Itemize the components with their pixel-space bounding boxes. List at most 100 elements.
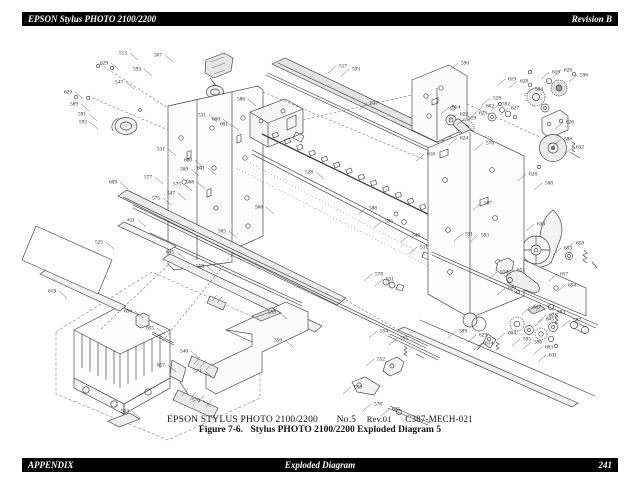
- release-lever: [521, 209, 563, 278]
- screws: [74, 66, 576, 341]
- part-number-label: 578: [375, 272, 383, 278]
- caption-line2: Figure 7-6. Stylus PHOTO 2100/2200 Explo…: [0, 425, 640, 435]
- part-number-label: 595: [385, 219, 393, 225]
- part-number-label: 595: [523, 337, 531, 343]
- part-leader-line: [74, 91, 84, 100]
- part-number-label: 528: [305, 170, 313, 176]
- part-number-label: 519: [468, 116, 476, 122]
- part-number-label: 504: [535, 87, 543, 93]
- part-leader-line: [380, 408, 390, 417]
- part-leader-line: [508, 80, 518, 89]
- part-leader-line: [554, 121, 564, 130]
- footer-section: APPENDIX: [28, 460, 74, 470]
- part-number-label: 616: [427, 152, 435, 158]
- shaft-clamp: [308, 149, 316, 157]
- part-leader-line: [388, 337, 398, 346]
- caption-line1: EPSON STYLUS PHOTO 2100/2200 No.5 Rev.01…: [0, 414, 640, 425]
- part-leader-line: [474, 105, 484, 114]
- part-number-label: 657: [560, 272, 568, 278]
- part-number-label: 553: [354, 385, 362, 391]
- part-leader-line: [496, 287, 506, 296]
- part-leader-line: [190, 350, 200, 359]
- header-revision: Revision B: [571, 14, 612, 24]
- part-leader-line: [228, 230, 238, 239]
- part-number-label: 577: [144, 175, 152, 181]
- part-leader-line: [363, 273, 373, 282]
- part-number-label: 591: [465, 232, 473, 238]
- part-leader-line: [540, 71, 550, 80]
- bottom-center-parts: [351, 333, 441, 426]
- part-leader-line: [447, 330, 457, 339]
- part-leader-line: [125, 81, 135, 90]
- part-number-label: 629: [100, 61, 108, 67]
- shaft-clamp: [406, 197, 415, 205]
- part-leader-line: [400, 234, 410, 243]
- part-leader-line: [327, 65, 337, 74]
- part-leader-line: [556, 284, 566, 293]
- part-leader-line: [561, 319, 571, 328]
- part-leader-line: [162, 197, 172, 206]
- part-number-label: 600: [212, 117, 220, 123]
- part-leader-line: [511, 338, 521, 347]
- header-bar: EPSON Stylus PHOTO 2100/2200 Revision B: [22, 12, 618, 26]
- part-number-label: 565: [218, 229, 226, 235]
- part-number-label: 592: [502, 102, 510, 108]
- part-leader-line: [474, 142, 484, 151]
- caption-part-code: C387-MECH-021: [405, 414, 473, 424]
- part-leader-line: [548, 273, 558, 282]
- part-number-label: 601: [197, 166, 205, 172]
- part-leader-line: [80, 103, 90, 112]
- shaft-clamp: [320, 155, 329, 163]
- part-leader-line: [358, 102, 368, 111]
- part-leader-line: [373, 220, 383, 229]
- part-number-label: 514: [500, 270, 508, 276]
- part-leader-line: [129, 52, 139, 61]
- part-number-label: 663: [545, 345, 553, 351]
- part-number-label: 626: [566, 120, 574, 126]
- part-leader-line: [89, 121, 99, 130]
- part-leader-line: [522, 341, 532, 350]
- part-number-label: 619: [48, 289, 56, 295]
- part-number-label: 596: [580, 73, 588, 79]
- shaft-clamp: [283, 137, 292, 145]
- part-leader-line: [472, 202, 482, 211]
- part-leader-line: [467, 334, 477, 343]
- part-number-label: 623: [479, 111, 487, 117]
- part-leader-line: [415, 153, 425, 162]
- head-cable: [205, 301, 309, 395]
- shaft-clamp: [271, 131, 279, 139]
- part-number-label: 546: [412, 233, 420, 239]
- part-leader-line: [365, 358, 375, 367]
- part-leader-line: [552, 247, 562, 256]
- part-leader-line: [521, 306, 531, 315]
- part-leader-line: [505, 269, 515, 278]
- carriage-shaft: [261, 131, 433, 217]
- part-leader-line: [525, 223, 535, 232]
- part-number-label: 593: [352, 67, 360, 73]
- part-leader-line: [357, 207, 367, 216]
- part-leader-line: [456, 117, 466, 126]
- pf-motor: [536, 109, 581, 170]
- right-upper-frame: [411, 64, 468, 143]
- part-number-label: 556: [274, 338, 282, 344]
- part-number-label: 570: [192, 398, 200, 404]
- part-leader-line: [496, 78, 506, 87]
- part-number-label: 629: [479, 333, 487, 339]
- part-number-label: 583: [557, 310, 565, 316]
- part-number-label: 658: [576, 241, 584, 247]
- part-leader-line: [481, 97, 491, 106]
- part-number-label: 586: [237, 97, 245, 103]
- shaft-clamp: [357, 173, 366, 181]
- part-leader-line: [206, 265, 216, 274]
- part-leader-line: [230, 123, 240, 132]
- figure-caption: EPSON STYLUS PHOTO 2100/2200 No.5 Rev.01…: [0, 414, 640, 435]
- part-leader-line: [119, 181, 129, 190]
- part-leader-line: [183, 183, 193, 192]
- part-number-label: 651: [517, 268, 525, 274]
- part-number-label: 622: [460, 112, 468, 118]
- part-number-label: 525: [95, 240, 103, 246]
- printhead-assembly: [55, 271, 261, 441]
- part-number-label: 571: [194, 369, 202, 375]
- part-leader-line: [154, 176, 164, 185]
- part-number-label: 593: [79, 120, 87, 126]
